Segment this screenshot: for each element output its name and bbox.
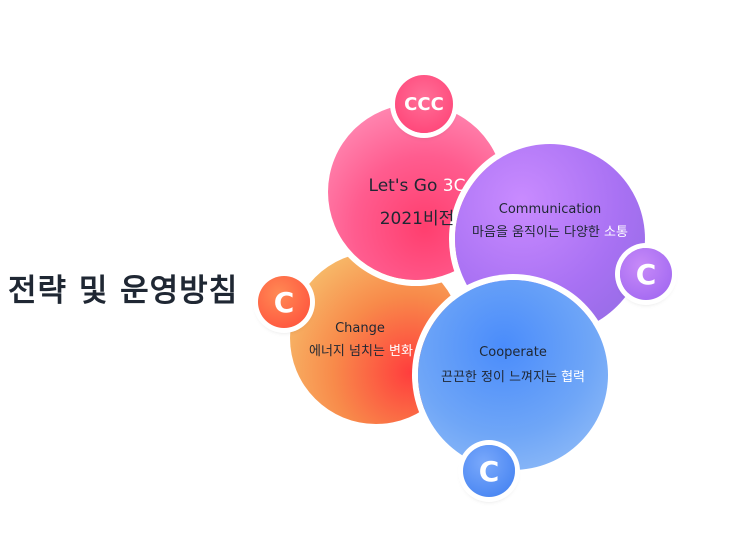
change-desc: 에너지 넘치는 변화	[298, 340, 424, 359]
change-title: Change	[335, 321, 385, 336]
cooperate-circle	[418, 280, 608, 470]
communication-desc: 마음을 움직이는 다양한 소통	[460, 221, 640, 240]
vision-slogan: Let's Go 3C	[349, 176, 485, 196]
ccc-badge: CCC	[395, 75, 453, 133]
cooperate-desc-text: 끈끈한 정이 느껴지는	[441, 370, 562, 385]
vision-year: 2021비전	[379, 209, 455, 229]
vision-slogan-text: Let's Go	[368, 176, 443, 196]
change-badge: C	[258, 276, 310, 328]
page-title: 전략 및 운영방침	[8, 273, 239, 309]
cooperate-desc-highlight: 협력	[561, 370, 585, 385]
communication-desc-text: 마음을 움직이는 다양한	[472, 225, 605, 240]
change-desc-highlight: 변화	[389, 344, 413, 359]
communication-title: Communication	[498, 202, 602, 217]
vision-slogan-highlight: 3C	[442, 176, 466, 196]
cooperate-title: Cooperate	[479, 345, 547, 360]
communication-desc-highlight: 소통	[604, 225, 628, 240]
cooperate-desc: 끈끈한 정이 느껴지는 협력	[428, 366, 598, 385]
cooperate-badge: C	[463, 445, 515, 497]
change-desc-text: 에너지 넘치는	[309, 344, 390, 359]
communication-badge: C	[620, 248, 672, 300]
